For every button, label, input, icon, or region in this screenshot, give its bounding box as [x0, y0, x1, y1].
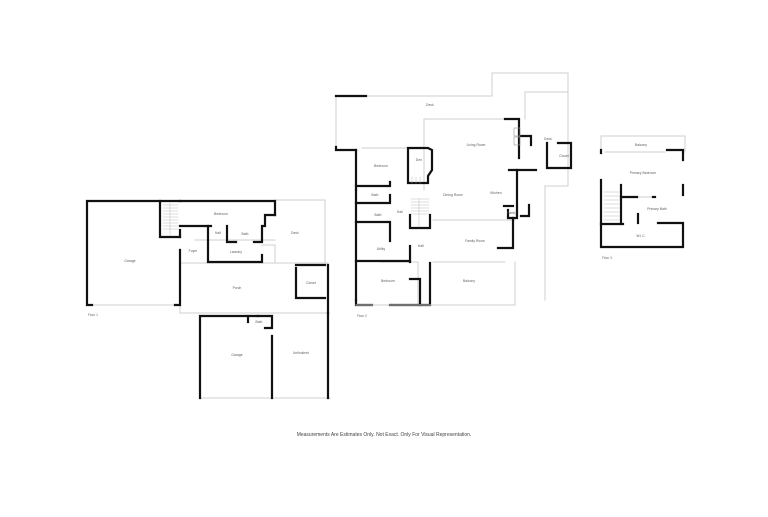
room-label-primary-bath: Primary Bath	[647, 207, 667, 211]
room-label-primary-bedroom: Primary Bedroom	[629, 171, 657, 175]
room-label-garage: Garage	[124, 259, 136, 263]
room-label-bath: Bath	[241, 232, 249, 236]
disclaimer-text: Measurements Are Estimates Only. Not Exa…	[296, 432, 472, 438]
room-label-bath-2: Bath	[255, 320, 263, 324]
room-label-deck: Deck	[291, 231, 299, 235]
room-label-pantry: Pantry	[507, 211, 517, 215]
room-label-utility: Utility	[376, 247, 386, 251]
floor-2-label: Floor 2	[357, 314, 367, 318]
room-label-hall-a: Hall	[397, 210, 403, 214]
room-label-bath-b: Bath	[374, 213, 382, 217]
room-label-foyer: Foyer	[188, 249, 198, 253]
room-label-balcony: Balcony	[462, 279, 476, 283]
room-label-wic: W.I.C.	[636, 234, 646, 238]
room-label-garage-2: Garage	[231, 353, 243, 357]
floor-3-label: Floor 3	[602, 256, 612, 260]
room-label-unfinished: Unfinished	[292, 351, 310, 355]
room-label-family-room: Family Room	[465, 239, 485, 243]
room-label-deck-right: Deck	[544, 137, 552, 141]
floor-1-walls	[85, 199, 331, 400]
room-label-laundry: Laundry	[229, 250, 243, 254]
floor-3-walls	[599, 135, 686, 249]
room-label-balcony: Balcony	[634, 143, 648, 147]
room-label-closet: Closet	[559, 154, 569, 158]
room-label-closet: Closet	[306, 281, 316, 285]
room-label-bedroom: Bedroom	[214, 212, 228, 216]
room-label-hall: Hall	[215, 231, 221, 235]
room-label-den: Den	[415, 158, 423, 162]
room-label-deck-top: Deck	[426, 103, 434, 107]
room-label-living-room: Living Room	[466, 143, 486, 147]
room-label-hall-b: Hall	[418, 244, 424, 248]
room-label-dining-room: Dining Room	[443, 193, 463, 197]
room-label-bedroom-b: Bedroom	[381, 279, 395, 283]
room-label-porch: Porch	[232, 286, 242, 290]
floor-1-label: Floor 1	[88, 313, 98, 317]
floor-2-walls	[334, 72, 573, 307]
room-label-bath-a: Bath	[371, 193, 379, 197]
room-label-bedroom-a: Bedroom	[374, 164, 388, 168]
room-label-kitchen: Kitchen	[490, 191, 502, 195]
